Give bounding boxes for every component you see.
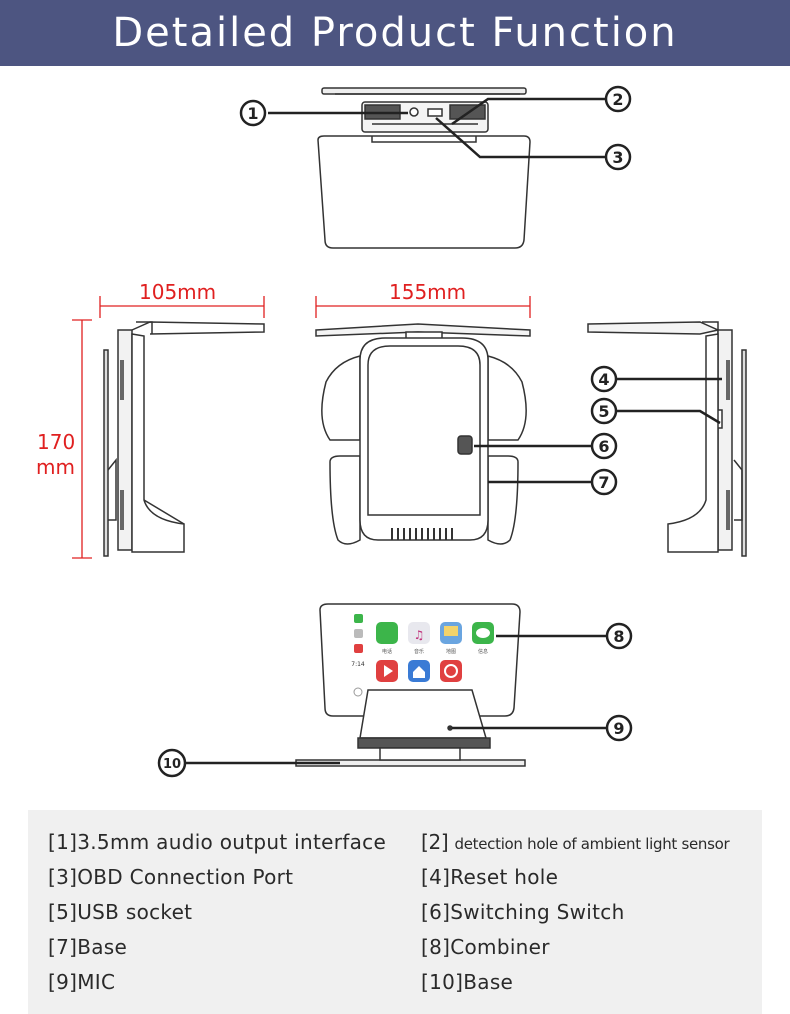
front-vent-slots — [391, 528, 453, 540]
legend-item-2: [2] detection hole of ambient light sens… — [421, 830, 730, 854]
callout-5: 5 — [590, 397, 618, 425]
header-banner: Detailed Product Function — [0, 0, 790, 66]
svg-text:电话: 电话 — [382, 648, 392, 655]
svg-text:9: 9 — [613, 719, 624, 738]
app-messages-icon: 信息 — [472, 622, 494, 655]
callout-1: 1 — [239, 99, 267, 127]
svg-text:♫: ♫ — [414, 628, 425, 642]
callout-8: 8 — [605, 622, 633, 650]
app-maps-icon: 地图 — [440, 622, 462, 655]
callout-6: 6 — [590, 432, 618, 460]
callout-9: 9 — [605, 714, 633, 742]
side-view-left — [103, 321, 265, 557]
app-music-icon: ♫ 音乐 — [408, 622, 430, 655]
callout-4: 4 — [590, 365, 618, 393]
top-view — [317, 87, 531, 249]
product-diagram: 7:14 电话 ♫ 音乐 地图 信息 — [72, 85, 747, 778]
legend-item-5: [5]USB socket — [48, 900, 193, 924]
svg-text:8: 8 — [613, 627, 624, 646]
svg-text:地图: 地图 — [446, 648, 456, 655]
side-view-right — [587, 321, 747, 557]
legend-item-4: [4]Reset hole — [421, 865, 559, 889]
screen-time: 7:14 — [351, 661, 365, 668]
svg-text:4: 4 — [598, 370, 609, 389]
svg-text:信息: 信息 — [478, 648, 488, 655]
dimension-width-front: 155mm — [389, 280, 467, 304]
callout-badges: 1 2 3 4 5 6 7 8 9 10 — [157, 85, 633, 778]
dimension-height-unit: mm — [36, 455, 75, 479]
dimension-width-side: 105mm — [139, 280, 217, 304]
callout-10: 10 — [157, 748, 187, 778]
svg-text:音乐: 音乐 — [414, 648, 424, 655]
svg-text:6: 6 — [598, 437, 609, 456]
svg-text:2: 2 — [612, 90, 623, 109]
legend-item-10: [10]Base — [421, 970, 514, 994]
callout-7: 7 — [590, 468, 618, 496]
svg-text:5: 5 — [598, 402, 609, 421]
dimension-height-value: 170 — [37, 430, 76, 454]
legend-item-1: [1]3.5mm audio output interface — [48, 830, 387, 854]
dimension-lines — [72, 296, 531, 559]
legend-item-6: [6]Switching Switch — [421, 900, 625, 924]
page-title: Detailed Product Function — [112, 10, 678, 56]
svg-text:7: 7 — [598, 473, 609, 492]
callout-3: 3 — [604, 143, 632, 171]
legend-item-7: [7]Base — [48, 935, 128, 959]
svg-text:1: 1 — [247, 104, 258, 123]
bottom-view: 7:14 电话 ♫ 音乐 地图 信息 — [295, 603, 526, 767]
legend-item-3: [3]OBD Connection Port — [48, 865, 294, 889]
svg-text:10: 10 — [163, 757, 181, 772]
legend-panel: [1]3.5mm audio output interface [2] dete… — [28, 810, 762, 1014]
legend-item-9: [9]MIC — [48, 970, 116, 994]
screen-sidebar-icons: 7:14 — [351, 614, 365, 697]
legend-item-8: [8]Combiner — [421, 935, 550, 959]
callout-2: 2 — [604, 85, 632, 113]
front-view — [315, 323, 531, 545]
app-phone-icon: 电话 — [376, 622, 398, 655]
svg-text:3: 3 — [612, 148, 623, 167]
app-netease-icon — [440, 660, 462, 682]
